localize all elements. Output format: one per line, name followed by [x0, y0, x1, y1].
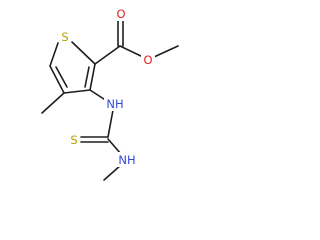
- bond-ring-c4-c5-inner: [55, 66, 68, 88]
- amine-nh-bottom-label: NH: [118, 153, 135, 167]
- amine-nh-top-label: NH: [106, 97, 123, 111]
- ester-oxygen-label: O: [143, 53, 152, 67]
- bond-c2-carbonyl: [94, 45, 121, 65]
- ring-sulfur-label: S: [61, 30, 68, 44]
- bond-c4-methyl: [41, 92, 65, 114]
- amine-nh-top-atom: NH: [104, 96, 126, 111]
- bond-ring-c3-c4: [63, 89, 91, 94]
- carbonyl-oxygen-label: O: [116, 7, 125, 21]
- molecule-structure: S O O NH S NH: [41, 6, 179, 181]
- bond-ring-s-c2: [71, 41, 96, 65]
- amine-nh-bottom-atom: NH: [116, 152, 138, 167]
- ring-sulfur-atom: S: [59, 29, 71, 44]
- ester-oxygen-atom: O: [141, 52, 155, 67]
- bond-thiocarbonyl-nh: [107, 138, 122, 155]
- bond-ester-o-methyl: [153, 45, 179, 58]
- structure-canvas: S O O NH S NH: [41, 6, 179, 181]
- bond-ring-c5-s: [49, 42, 59, 67]
- thione-sulfur-label: S: [70, 133, 77, 147]
- bond-ring-c2-c3-inner: [84, 66, 90, 88]
- bond-nh-methyl: [103, 164, 122, 181]
- bond-nh-thiocarbonyl: [107, 109, 114, 138]
- carbonyl-oxygen-atom: O: [114, 6, 128, 21]
- thione-sulfur-atom: S: [68, 132, 80, 147]
- bond-ring-c4-c5: [49, 65, 65, 94]
- bond-carbonyl-ester-o: [119, 45, 144, 58]
- bond-ring-c2-c3: [89, 63, 96, 91]
